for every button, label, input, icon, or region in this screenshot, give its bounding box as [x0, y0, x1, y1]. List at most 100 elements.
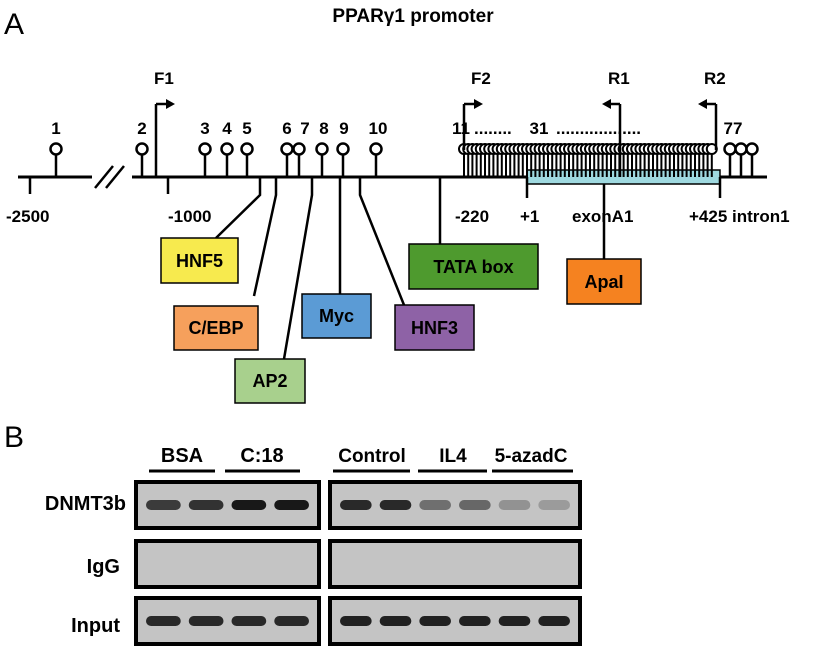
primer-f1: F1: [154, 69, 175, 177]
primer-f2: F2: [462, 69, 491, 150]
primer-r2: R2: [698, 69, 726, 150]
cpg-site-9: [336, 142, 350, 156]
row-label-igg: IgG: [87, 556, 120, 578]
cpg-number-9: 9: [339, 119, 348, 138]
band-input-left-2: [188, 616, 224, 626]
cpg-number-8: 8: [319, 119, 328, 138]
band-dnmt3b-right-3: [419, 500, 451, 510]
band-dnmt3b-right-1: [340, 500, 372, 510]
cpg-site-6: [280, 142, 294, 156]
position-plus-425-intron1: +425 intron1: [689, 207, 790, 226]
cpg-number-31: 31: [530, 119, 549, 138]
cpg-number-4: 4: [222, 119, 232, 138]
cpg-site-72: [734, 142, 748, 156]
position-minus-1000: -1000: [168, 207, 211, 226]
cpg-site-73: [745, 142, 759, 156]
band-dnmt3b-right-5: [498, 500, 531, 510]
band-input-left-3: [231, 616, 267, 626]
cpg-site-3: [198, 142, 212, 156]
group-5azadc-label: 5-azadC: [495, 446, 568, 467]
primer-r1: R1: [602, 69, 630, 177]
box-tata-rect: [408, 243, 539, 290]
box-apai-label: ApaI: [584, 272, 623, 292]
cpg-dots-right: ..................: [556, 119, 641, 138]
gel-igg-right: [328, 539, 582, 589]
cpg-site-1: [49, 142, 63, 156]
cpg-site-7: [292, 142, 306, 156]
cpg-site-2: [135, 142, 149, 156]
cpg-number-1: 1: [51, 119, 60, 138]
cpg-site-71: [723, 142, 737, 156]
break-gap: [92, 168, 132, 186]
position-plus-1: +1: [520, 207, 539, 226]
cpg-number-3: 3: [200, 119, 209, 138]
gel-igg-left: [134, 539, 321, 589]
group-control-label: Control: [338, 446, 406, 467]
primer-r2-label: R2: [704, 69, 726, 88]
band-dnmt3b-left-1: [146, 500, 181, 510]
cpg-site-4: [220, 142, 234, 156]
panel-b-label: B: [4, 421, 24, 454]
gel-panels: [134, 480, 582, 646]
band-input-right-6: [538, 616, 570, 626]
row-label-input: Input: [71, 615, 120, 637]
box-hnf5-rect: [160, 237, 239, 284]
break-mark-2: [105, 165, 125, 189]
box-cebp-rect: [173, 305, 259, 351]
primer-f1-label: F1: [154, 69, 174, 88]
promoter-title: PPARγ1 promoter: [332, 6, 494, 27]
box-ap2: AP2: [234, 358, 306, 404]
cpg-number-2: 2: [137, 119, 146, 138]
box-myc-label: Myc: [319, 306, 354, 326]
cpg-number-10: 10: [369, 119, 388, 138]
box-apai: ApaI: [566, 258, 642, 305]
group-il4-label: IL4: [439, 446, 467, 467]
band-dnmt3b-left-2: [188, 500, 224, 510]
box-ap2-rect: [234, 358, 306, 404]
band-dnmt3b-right-2: [379, 500, 412, 510]
band-input-right-4: [459, 616, 491, 626]
primer-r1-arrowhead: [602, 99, 611, 109]
band-dnmt3b-left-4: [274, 500, 309, 510]
cpg-number-77: 77: [724, 119, 743, 138]
cpg-sites: [49, 142, 759, 177]
box-hnf3-label: HNF3: [411, 318, 458, 338]
exon-a1-label: exonA1: [572, 207, 633, 226]
cpg-dots-left: ........: [474, 119, 512, 138]
band-dnmt3b-right-6: [538, 500, 570, 510]
cpg-number-11: 11: [452, 119, 470, 138]
band-input-left-1: [146, 616, 181, 626]
cpg-site-8: [315, 142, 329, 156]
band-input-right-2: [379, 616, 412, 626]
box-hnf3: HNF3: [394, 304, 475, 351]
band-input-right-5: [498, 616, 531, 626]
box-ap2-label: AP2: [252, 371, 287, 391]
band-input-left-4: [274, 616, 309, 626]
primer-r2-arrowhead: [698, 99, 707, 109]
box-hnf5-label: HNF5: [176, 251, 223, 271]
cpg-number-5: 5: [242, 119, 251, 138]
primer-f1-arrowhead: [166, 99, 175, 109]
cpg-number-6: 6: [282, 119, 291, 138]
box-apai-rect: [566, 258, 642, 305]
band-input-right-1: [340, 616, 372, 626]
connector-cebp: [252, 177, 278, 297]
box-myc: Myc: [301, 293, 372, 339]
primer-f2-arrowhead: [474, 99, 483, 109]
box-cebp: C/EBP: [173, 305, 259, 351]
cpg-number-7: 7: [300, 119, 309, 138]
band-dnmt3b-left-3: [231, 500, 267, 510]
box-tata-label: TATA box: [433, 257, 513, 277]
band-dnmt3b-right-4: [459, 500, 491, 510]
band-input-right-3: [419, 616, 451, 626]
primer-f2-label: F2: [471, 69, 491, 88]
box-hnf3-rect: [394, 304, 475, 351]
group-bsa-label: BSA: [161, 445, 203, 467]
primer-r1-label: R1: [608, 69, 630, 88]
panel-a-label: A: [4, 8, 24, 41]
break-mark-1: [94, 165, 114, 189]
connector-hnf3: [358, 177, 406, 306]
box-hnf5: HNF5: [160, 237, 239, 284]
position-minus-220: -220: [455, 207, 489, 226]
